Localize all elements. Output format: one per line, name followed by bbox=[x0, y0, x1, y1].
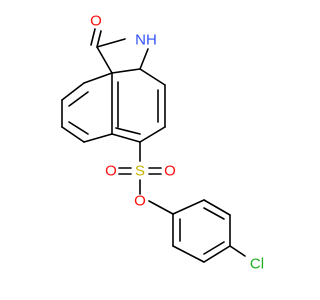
bond bbox=[96, 38, 126, 48]
bond bbox=[203, 241, 225, 255]
bond bbox=[111, 68, 141, 74]
bond bbox=[68, 91, 89, 107]
atom-labels: O NH S O O O Cl bbox=[90, 13, 264, 273]
bond bbox=[203, 245, 231, 263]
sulfonyl-oxygen-left-label: O bbox=[105, 163, 117, 180]
bond bbox=[83, 72, 113, 84]
bond bbox=[96, 30, 102, 48]
bond bbox=[111, 133, 141, 143]
molecule-diagram: O NH S O O O Cl bbox=[61, 13, 264, 273]
bond bbox=[139, 68, 166, 86]
ester-oxygen-label: O bbox=[134, 193, 146, 210]
bonds bbox=[61, 28, 246, 263]
bond bbox=[229, 245, 246, 257]
bond bbox=[61, 126, 85, 143]
bond bbox=[172, 245, 205, 263]
bond bbox=[96, 46, 113, 74]
bond bbox=[139, 48, 149, 70]
bond bbox=[203, 199, 231, 216]
sulfonyl-oxygen-right-label: O bbox=[164, 163, 176, 180]
bond bbox=[203, 207, 225, 220]
bond bbox=[172, 199, 205, 215]
bond bbox=[90, 28, 96, 46]
bond bbox=[115, 127, 141, 135]
carbonyl-oxygen-label: O bbox=[90, 13, 102, 30]
bond bbox=[139, 126, 166, 143]
amine-nh-label: NH bbox=[135, 32, 157, 49]
chlorine-label: Cl bbox=[250, 256, 264, 273]
bond bbox=[68, 121, 89, 135]
bond bbox=[148, 200, 174, 215]
sulfur-label: S bbox=[135, 163, 145, 180]
bond bbox=[83, 133, 113, 143]
bond bbox=[61, 82, 85, 101]
